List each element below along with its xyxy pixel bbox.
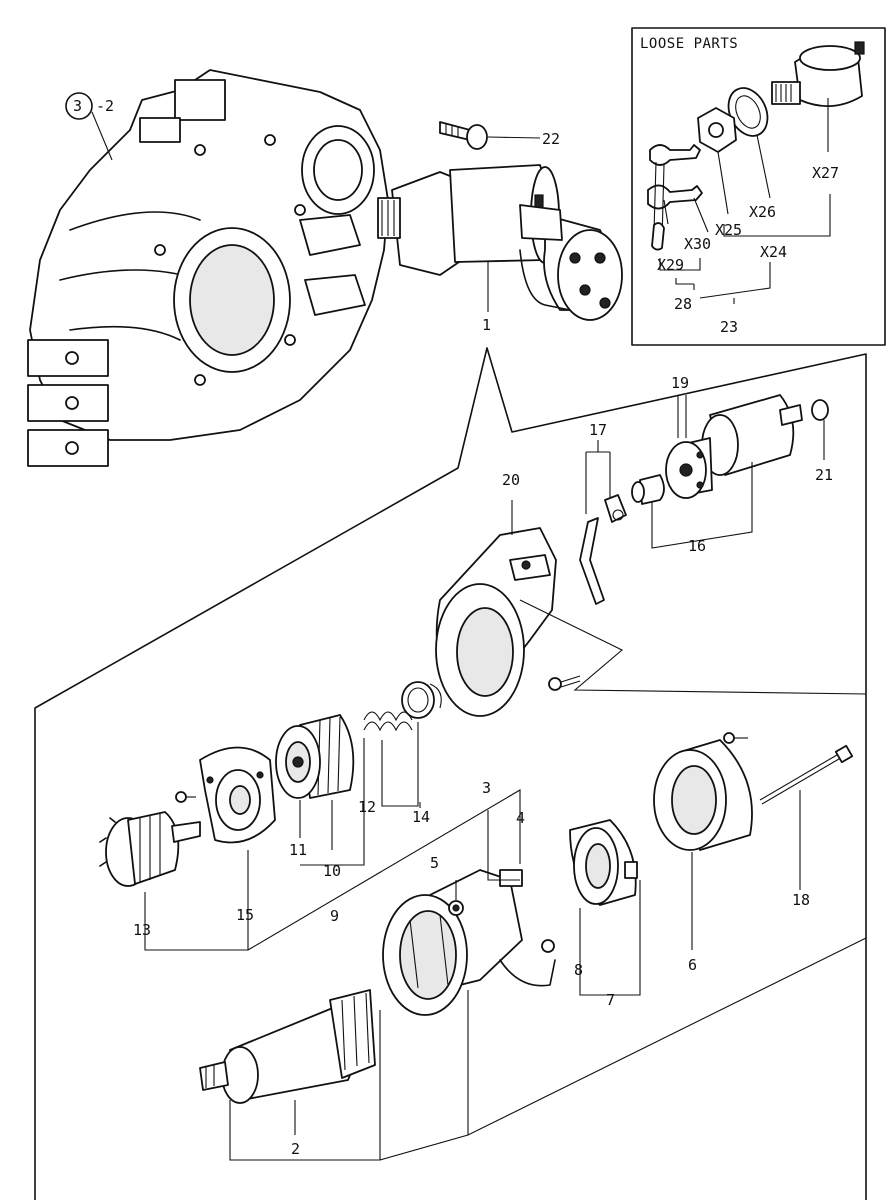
armature-2 [199,989,376,1104]
callout-7: 7 [606,991,615,1009]
loose-parts-title: LOOSE PARTS [640,36,738,52]
flywheel-housing [27,69,389,467]
callout-18: 18 [792,891,810,909]
callout-8: 8 [574,961,583,979]
through-bolt-18 [759,744,854,805]
loose-parts-box: LOOSE PARTS [631,27,886,346]
plate-15 [199,746,276,844]
gear-13 [99,811,201,887]
brush-holder-7-8 [569,819,638,906]
callout-17: 17 [589,421,607,439]
reference-suffix: -2 [96,97,114,115]
callout-labels: 1 2 3 4 5 6 7 8 9 10 11 12 13 14 15 16 1… [133,130,839,1158]
callout-14: 14 [412,808,430,826]
key-switch-x27 [771,41,865,108]
housing-bolt [548,675,581,691]
callout-25: X25 [715,221,742,239]
callout-21: 21 [815,466,833,484]
reference-circled-number: 3 [73,97,82,115]
callout-23: 23 [720,318,738,336]
callout-13: 13 [133,921,151,939]
callout-12: 12 [358,798,376,816]
screw [175,791,196,803]
stop-collar-14 [401,681,442,719]
callout-27: X27 [812,164,839,182]
starter-assembly [377,164,623,321]
callout-20: 20 [502,471,520,489]
pinion-clutch-10-11 [275,714,355,799]
callout-3: 3 [482,779,491,797]
callout-26: X26 [749,203,776,221]
cover-screw [723,732,748,744]
callout-24: X24 [760,243,787,261]
exploded-view-frame [34,347,867,1200]
solenoid [631,394,829,505]
callout-22: 22 [542,130,560,148]
callout-9: 9 [330,907,339,925]
yoke-3 [382,869,556,1016]
callout-10: 10 [323,862,341,880]
callout-15: 15 [236,906,254,924]
callout-4: 4 [516,809,525,827]
callout-6: 6 [688,956,697,974]
callout-19: 19 [671,374,689,392]
end-cover-6 [653,739,753,851]
callout-28: 28 [674,295,692,313]
callout-5: 5 [430,854,439,872]
lever-17 [579,494,627,605]
callout-30: X30 [684,235,711,253]
callout-16: 16 [688,537,706,555]
reference-marker: 3 -2 [65,92,114,161]
drive-housing-20 [435,527,557,717]
callout-11: 11 [289,841,307,859]
callout-29: X29 [657,256,684,274]
bolt-22 [439,121,541,150]
callout-1: 1 [482,316,491,334]
spring-12 [363,711,413,732]
nut-x25 [697,107,737,153]
callout-2: 2 [291,1140,300,1158]
keys-x29-x30 [647,144,703,251]
